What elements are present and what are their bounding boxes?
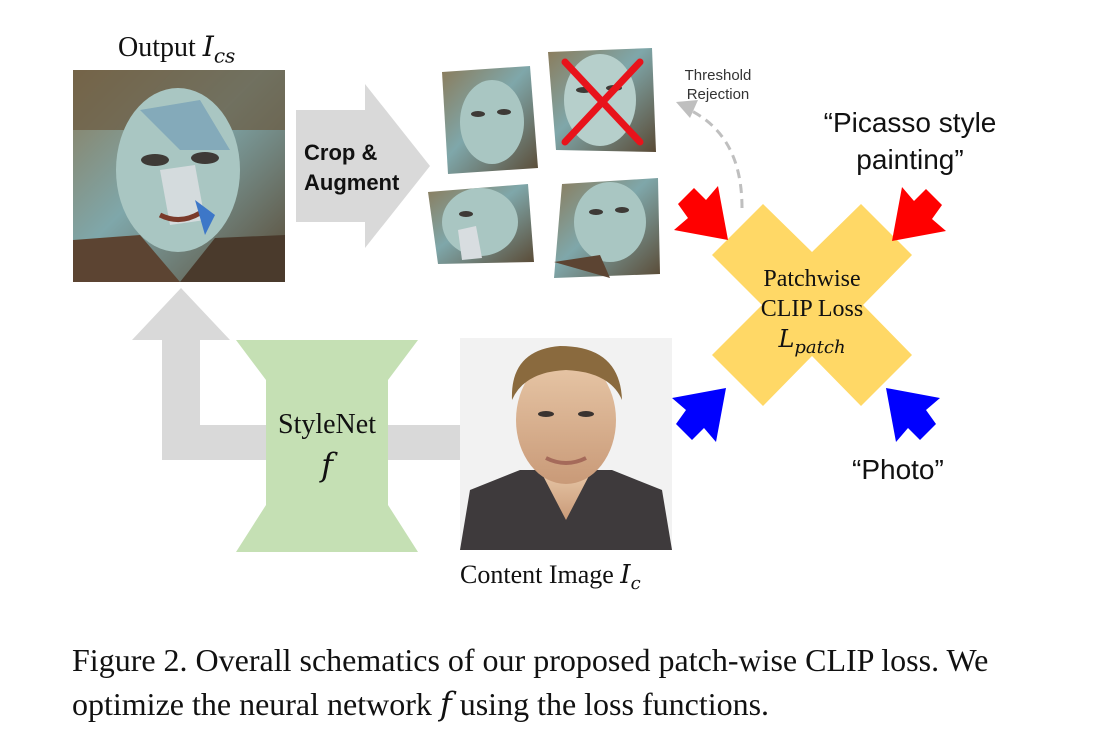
- output-symbol: I: [202, 30, 214, 63]
- crop-augment-label: Crop & Augment: [304, 138, 414, 198]
- threshold-line2: Rejection: [686, 86, 750, 103]
- threshold-arrowhead: [676, 100, 698, 118]
- loss-symbol: L: [778, 325, 795, 353]
- crop-label-line2: Augment: [304, 170, 400, 195]
- output-label: Output Ics: [118, 30, 236, 68]
- threshold-dashed-arrow: [689, 108, 744, 209]
- content-image-label: Content Image Ic: [460, 560, 641, 595]
- clip-loss-shape: [712, 204, 912, 406]
- clip-loss-label: Patchwise CLIP Loss Lpatch: [712, 264, 912, 363]
- patch-3: [428, 184, 534, 264]
- style-prompt-line2: painting”: [856, 144, 964, 175]
- loss-subscript: patch: [794, 336, 846, 358]
- stylenet-name: StyleNet: [278, 409, 376, 440]
- loss-line1: Patchwise: [763, 266, 861, 292]
- figure-caption: Figure 2. Overall schematics of our prop…: [72, 638, 1062, 726]
- stylenet-symbol: f: [321, 446, 333, 484]
- loss-line2: CLIP Loss: [760, 296, 864, 322]
- blue-arrow-left: [672, 388, 726, 442]
- caption-symbol: f: [439, 685, 452, 723]
- red-arrow-right: [892, 187, 946, 241]
- crop-augment-arrow: [296, 84, 430, 248]
- caption-text-end: using the loss functions.: [451, 686, 770, 722]
- patch-4: [554, 178, 660, 278]
- blue-arrow-right: [886, 388, 940, 442]
- style-prompt: “Picasso style painting”: [790, 104, 1030, 178]
- caption-text: Figure 2. Overall schematics of our prop…: [72, 642, 989, 722]
- crop-label-line1: Crop &: [304, 140, 378, 165]
- stylenet-label: StyleNet f: [236, 405, 418, 485]
- rejection-cross: [561, 58, 644, 146]
- content-symbol: I: [620, 560, 631, 590]
- content-image: [460, 338, 672, 550]
- threshold-rejection-label: Threshold Rejection: [668, 66, 768, 104]
- photo-prompt: “Photo”: [852, 454, 944, 485]
- feedback-arrow: [132, 288, 470, 460]
- output-subscript: cs: [213, 43, 236, 68]
- style-prompt-line1: “Picasso style: [823, 107, 997, 138]
- output-image: [73, 70, 285, 282]
- content-subscript: c: [630, 573, 641, 595]
- red-arrow-left: [674, 186, 728, 240]
- patch-1: [442, 66, 538, 174]
- threshold-line1: Threshold: [684, 67, 752, 84]
- stylenet-shape: [236, 340, 418, 552]
